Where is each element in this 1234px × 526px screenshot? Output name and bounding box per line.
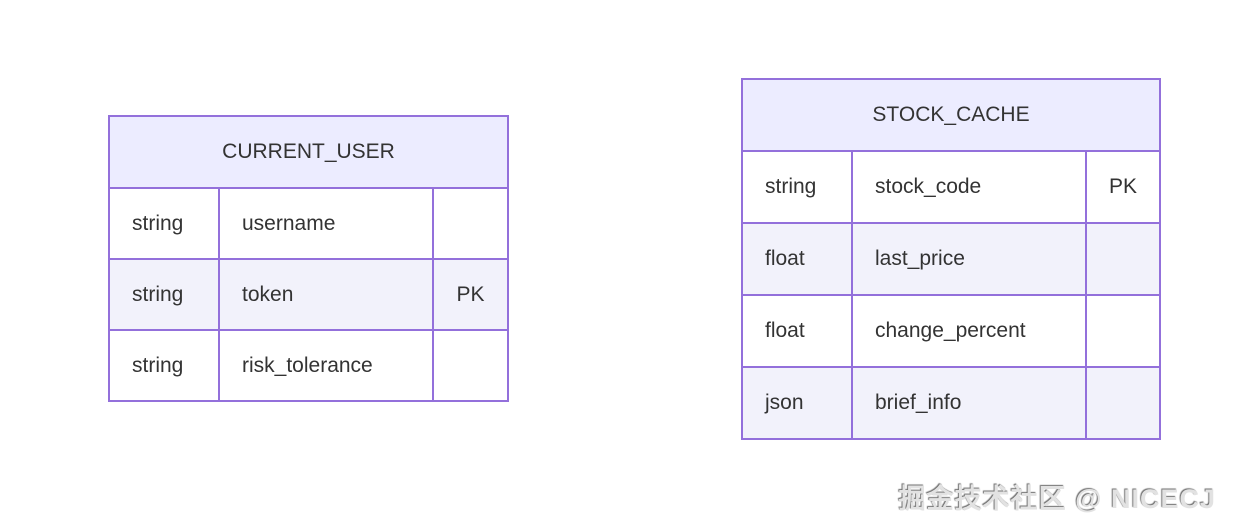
attr-key-cell <box>1085 366 1161 440</box>
attr-name-cell: last_price <box>851 222 1087 296</box>
entity-title: CURRENT_USER <box>108 115 509 189</box>
attr-name-cell: brief_info <box>851 366 1087 440</box>
attr-name-cell: token <box>218 258 434 331</box>
attr-type-cell: float <box>741 294 853 368</box>
attr-key-cell <box>1085 294 1161 368</box>
attr-name-cell: risk_tolerance <box>218 329 434 402</box>
attribute-row: float change_percent <box>741 294 1161 368</box>
watermark: 掘金技术社区 @ NICECJ <box>898 484 1216 514</box>
attribute-row: string token PK <box>108 258 509 331</box>
attribute-row: string stock_code PK <box>741 150 1161 224</box>
entity-title-row: CURRENT_USER <box>108 115 509 189</box>
attr-key-cell: PK <box>432 258 509 331</box>
attribute-row: string risk_tolerance <box>108 329 509 402</box>
attribute-row: string username <box>108 187 509 260</box>
attr-type-cell: string <box>108 187 220 260</box>
attr-type-cell: string <box>108 258 220 331</box>
attr-type-cell: json <box>741 366 853 440</box>
attr-type-cell: string <box>108 329 220 402</box>
attr-name-cell: stock_code <box>851 150 1087 224</box>
attr-name-cell: change_percent <box>851 294 1087 368</box>
attr-key-cell <box>432 187 509 260</box>
attr-key-cell: PK <box>1085 150 1161 224</box>
attr-name-cell: username <box>218 187 434 260</box>
attr-type-cell: float <box>741 222 853 296</box>
attr-key-cell <box>432 329 509 402</box>
attribute-row: float last_price <box>741 222 1161 296</box>
entity-title: STOCK_CACHE <box>741 78 1161 152</box>
entity-stock-cache: STOCK_CACHE string stock_code PK float l… <box>741 78 1161 440</box>
entity-current-user: CURRENT_USER string username string toke… <box>108 115 509 402</box>
attribute-row: json brief_info <box>741 366 1161 440</box>
entity-title-row: STOCK_CACHE <box>741 78 1161 152</box>
attr-type-cell: string <box>741 150 853 224</box>
attr-key-cell <box>1085 222 1161 296</box>
